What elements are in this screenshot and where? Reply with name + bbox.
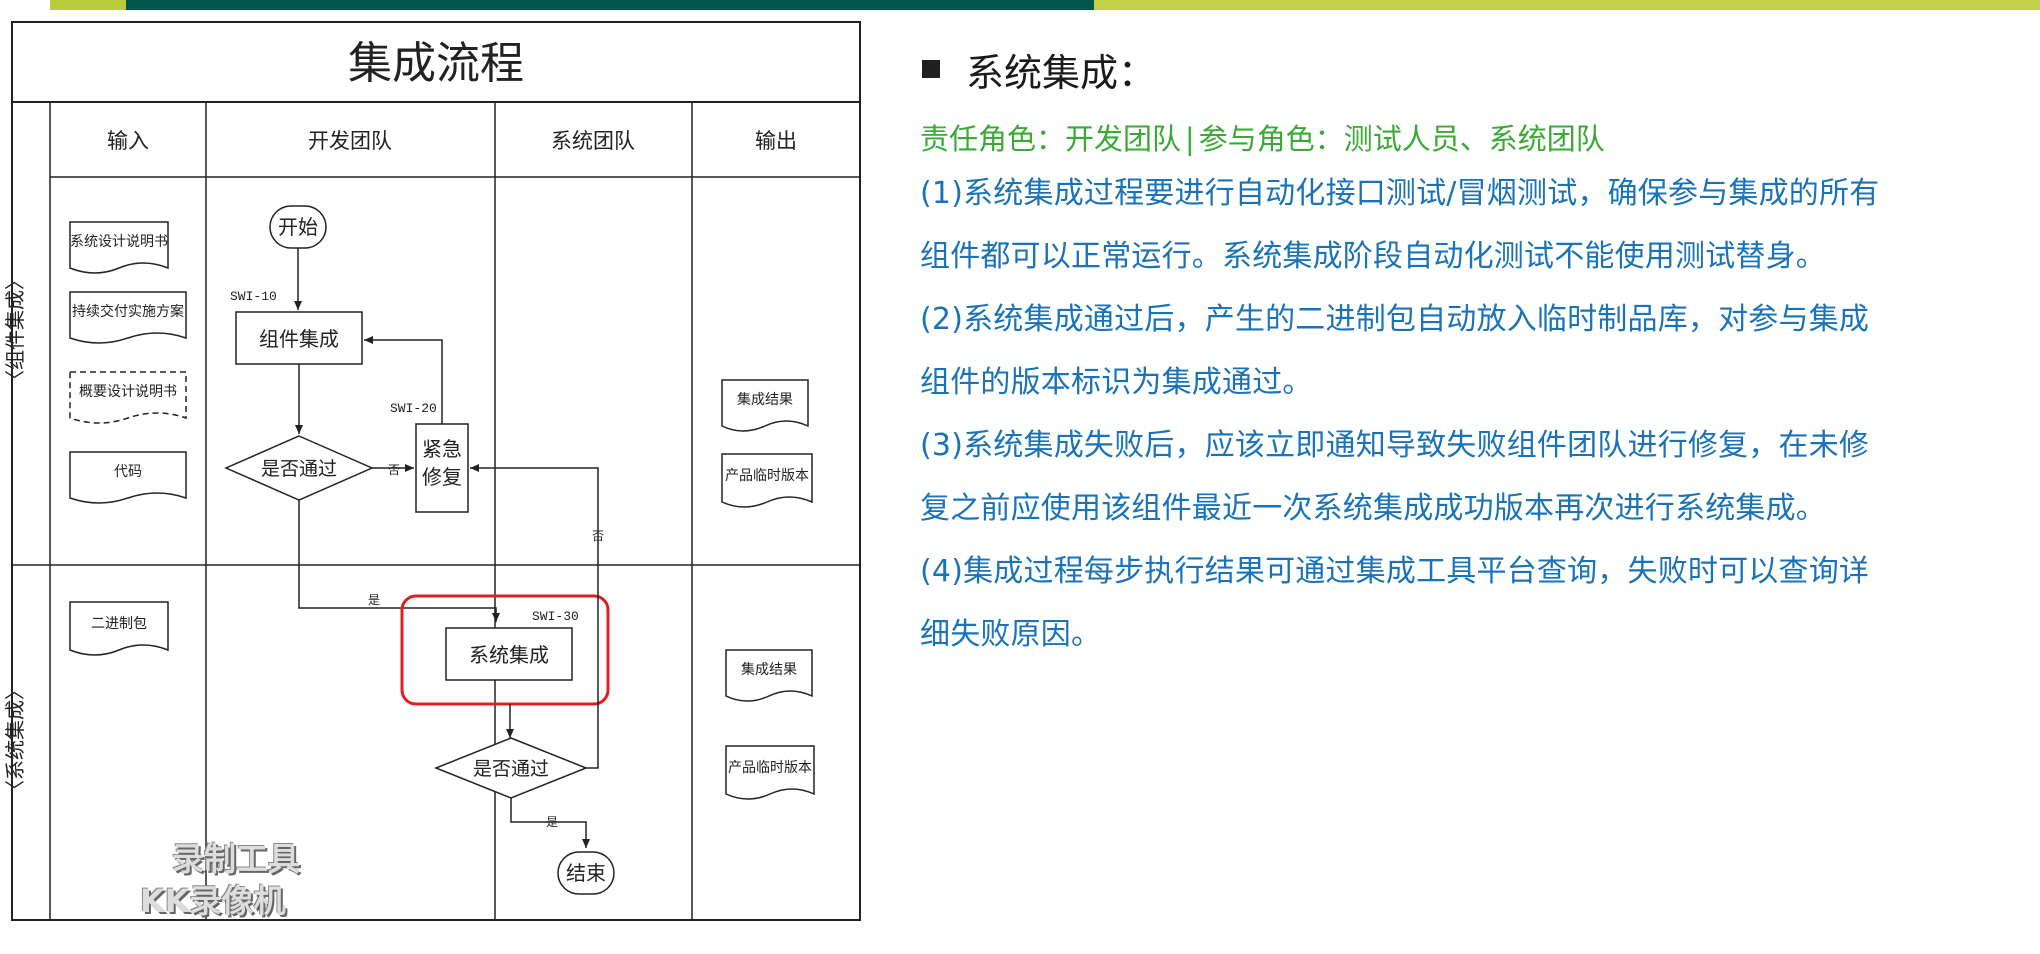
- top-bar-segment: [0, 0, 50, 10]
- roles-line: 责任角色：开发团队|参与角色：测试人员、系统团队: [920, 116, 2035, 162]
- watermark-line-2: KK录像机: [140, 882, 286, 920]
- decision-1-label: 是否通过: [261, 458, 337, 480]
- roles-separator: |: [1185, 122, 1195, 156]
- flow-arrow: [510, 798, 590, 848]
- swimlane-system-label: 〈系统集成〉: [4, 680, 27, 800]
- step-id-swi10: SWI-10: [230, 289, 277, 304]
- step-id-swi30: SWI-30: [532, 609, 579, 624]
- document-shape: [69, 451, 187, 504]
- document-shape: [69, 221, 169, 274]
- description-line: 细失败原因。: [920, 617, 1102, 652]
- edge-label-yes: 是: [546, 815, 558, 829]
- doc-system-design: 系统设计说明书: [70, 234, 168, 250]
- urgent-fix-node: [415, 423, 469, 513]
- header-dev-team: 开发团队: [308, 129, 392, 153]
- description-line: 复之前应使用该组件最近一次系统集成成功版本再次进行系统集成。: [920, 491, 1826, 526]
- flow-arrow: [364, 336, 443, 424]
- document-shape: [725, 649, 813, 702]
- top-accent-bar: [0, 0, 2040, 10]
- panel-heading-text: 系统集成：: [966, 50, 1157, 95]
- component-integration-node: [235, 311, 363, 365]
- doc-cd-plan: 持续交付实施方案: [72, 303, 184, 320]
- watermark-line-1: 录制工具: [172, 840, 301, 878]
- description-line: (2)系统集成通过后，产生的二进制包自动放入临时制品库，对参与集成: [920, 302, 1870, 337]
- header-output: 输出: [755, 129, 797, 153]
- step-id-swi20: SWI-20: [390, 401, 437, 416]
- document-shape: [69, 601, 169, 656]
- integration-flowchart: 集成流程 输入 开发团队 系统团队 输出 〈组件集成〉 〈系统集成〉 系统设计说…: [4, 21, 861, 921]
- edge-label-no: 否: [388, 463, 400, 477]
- start-label: 开始: [278, 216, 318, 239]
- top-bar-segment: [50, 0, 126, 10]
- header-system-team: 系统团队: [551, 129, 635, 153]
- doc-result-1: 集成结果: [737, 391, 793, 408]
- panel-heading: 系统集成：: [920, 40, 2035, 98]
- top-bar-segment: [126, 0, 1094, 10]
- doc-result-2: 集成结果: [741, 661, 797, 678]
- edge-label-yes: 是: [368, 593, 380, 607]
- document-shape: [721, 379, 809, 432]
- document-shape: [721, 453, 813, 508]
- bullet-square-icon: [922, 60, 940, 78]
- doc-temp-version-1: 产品临时版本: [725, 468, 809, 484]
- end-label: 结束: [566, 862, 606, 885]
- description-line: 组件都可以正常运行。系统集成阶段自动化测试不能使用测试替身。: [920, 239, 1826, 274]
- recorder-watermark: 录制工具 KK录像机: [140, 838, 350, 922]
- document-shape: [69, 291, 187, 344]
- doc-code: 代码: [114, 464, 142, 480]
- system-integration-node: [445, 627, 573, 681]
- component-integration-label: 组件集成: [259, 328, 339, 351]
- edge-label-no: 否: [592, 529, 604, 543]
- end-node: [557, 851, 615, 895]
- doc-binary: 二进制包: [91, 616, 147, 632]
- description-line: (4)集成过程每步执行结果可通过集成工具平台查询，失败时可以查询详: [920, 554, 1870, 589]
- description-line: (1)系统集成过程要进行自动化接口测试/冒烟测试，确保参与集成的所有: [920, 176, 1880, 211]
- doc-outline-design: 概要设计说明书: [79, 384, 177, 400]
- header-input: 输入: [107, 129, 149, 153]
- description-line: (3)系统集成失败后，应该立即通知导致失败组件团队进行修复，在未修: [920, 428, 1870, 463]
- document-shape: [725, 745, 815, 800]
- system-integration-label: 系统集成: [469, 644, 549, 667]
- decision-2-label: 是否通过: [473, 758, 549, 780]
- document-shape: [69, 371, 187, 424]
- participant-roles: 参与角色：测试人员、系统团队: [1198, 122, 1605, 156]
- description-line: 组件的版本标识为集成通过。: [920, 365, 1313, 400]
- flow-arrow: [470, 464, 599, 769]
- swimlane-component-label: 〈组件集成〉: [4, 270, 27, 390]
- highlight-frame: [400, 594, 610, 706]
- doc-temp-version-2: 产品临时版本: [728, 760, 812, 776]
- flowchart-title: 集成流程: [348, 39, 524, 88]
- flow-arrow: [298, 500, 500, 622]
- urgent-fix-label-line1: 紧急: [422, 438, 462, 461]
- description-panel: 系统集成： 责任角色：开发团队|参与角色：测试人员、系统团队 (1)系统集成过程…: [920, 40, 2035, 666]
- responsible-role: 责任角色：开发团队: [920, 122, 1182, 156]
- urgent-fix-label-line2: 修复: [422, 466, 462, 489]
- top-bar-segment: [1094, 0, 2040, 10]
